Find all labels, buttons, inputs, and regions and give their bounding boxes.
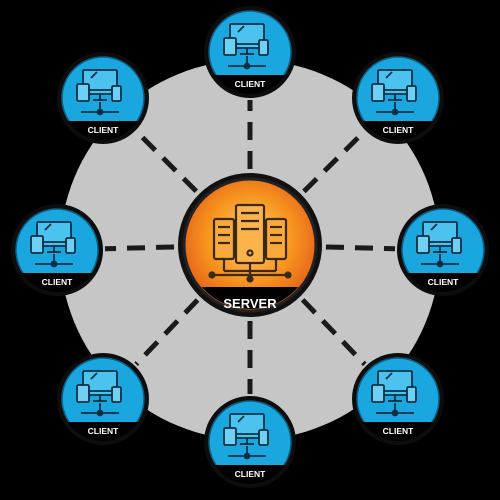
client-node: CLIENT	[352, 52, 444, 144]
devices-icon	[76, 69, 122, 116]
server-rack-icon	[208, 203, 292, 283]
devices-icon	[30, 221, 76, 268]
client-label: CLIENT	[235, 79, 267, 89]
client-node: CLIENT	[352, 353, 444, 445]
connector-line	[134, 298, 200, 367]
connector-line	[325, 244, 396, 252]
devices-icon	[371, 370, 417, 417]
client-label: CLIENT	[88, 125, 120, 135]
connector-line	[300, 298, 367, 367]
client-label: CLIENT	[235, 469, 267, 479]
devices-icon	[416, 221, 462, 268]
devices-icon	[223, 413, 269, 460]
client-nodes: CLIENT CLIENT CLIENT CLIENT CLIENT CLIENT CLIE…	[11, 6, 489, 488]
devices-icon	[76, 370, 122, 417]
server-label: SERVER	[223, 296, 277, 311]
client-node: CLIENT	[204, 6, 296, 98]
client-label: CLIENT	[88, 426, 120, 436]
devices-icon	[223, 23, 269, 70]
connector-line	[302, 130, 366, 194]
connector-line	[104, 244, 175, 252]
connector-line	[135, 130, 199, 194]
client-node: CLIENT	[57, 353, 149, 445]
client-node: CLIENT	[397, 204, 489, 296]
client-node: CLIENT	[11, 204, 103, 296]
client-label: CLIENT	[428, 277, 460, 287]
client-node: CLIENT	[57, 52, 149, 144]
connector-lines	[104, 100, 396, 394]
client-label: CLIENT	[383, 426, 415, 436]
server-node: SERVER	[178, 173, 322, 317]
client-label: CLIENT	[42, 277, 74, 287]
client-node: CLIENT	[204, 396, 296, 488]
client-label: CLIENT	[383, 125, 415, 135]
devices-icon	[371, 69, 417, 116]
